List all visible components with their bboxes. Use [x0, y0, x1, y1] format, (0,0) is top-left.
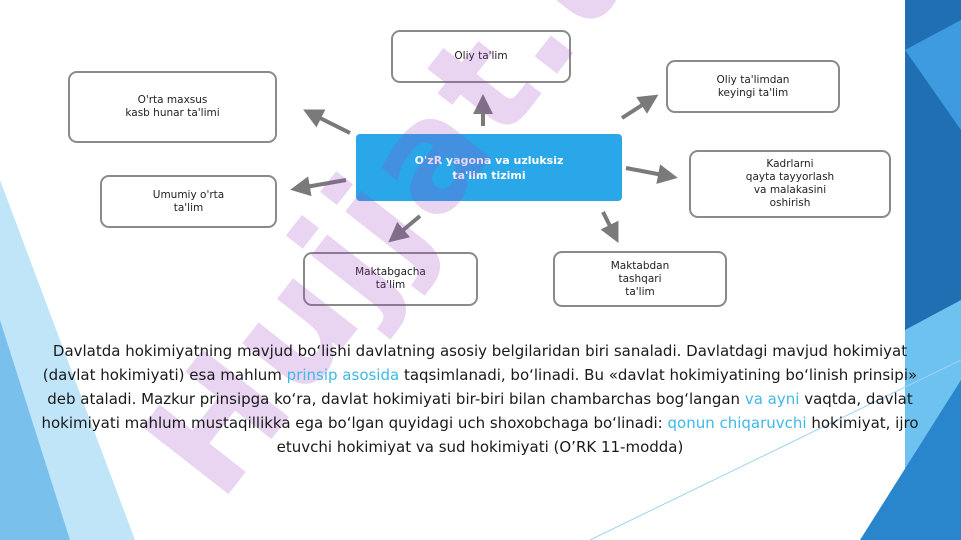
- arrow-to-orta-maxsus: [303, 109, 351, 135]
- left-decor-triangle-dark: [0, 320, 70, 540]
- body-paragraph: Davlatda hokimiyatning mavjud bo‘lishi d…: [30, 339, 930, 459]
- node-maktabgacha: Maktabgacha ta'lim: [303, 252, 478, 306]
- node-maktabdan-tashqari: Maktabdan tashqari ta'lim: [553, 251, 727, 307]
- highlight-prinsip-asosida: prinsip asosida: [286, 366, 400, 384]
- node-oliy-talimdan-keyingi: Oliy ta'limdan keyingi ta'lim: [666, 60, 840, 113]
- paragraph-text-1: Davlatda hokimiyatning mavjud bo‘lishi d…: [42, 342, 908, 384]
- node-oliy-talim: Oliy ta'lim: [391, 30, 571, 83]
- right-decor-accent: [905, 20, 961, 130]
- decor-thin-line: [589, 359, 961, 540]
- arrow-to-kadrlarni: [625, 164, 678, 184]
- arrow-to-maktabgacha: [388, 214, 422, 243]
- highlight-qonun-chiqaruvchi: qonun chiqaruvchi: [667, 414, 807, 432]
- right-decor-mid: [860, 380, 961, 540]
- paragraph-text-3: vaqtda, davlat hokimiyati mahlum mustaqi…: [41, 390, 913, 432]
- arrow-to-umumiy: [290, 176, 347, 197]
- arrow-to-oliy-keyingi: [620, 94, 659, 120]
- paragraph-text-4: hokimiyat, ijro etuvchi hokimiyat va sud…: [276, 414, 919, 456]
- arrow-to-maktabdan: [600, 211, 619, 243]
- node-center-talim-tizimi: O'zR yagona va uzluksiz ta'lim tizimi: [356, 134, 622, 201]
- node-orta-maxsus: O'rta maxsus kasb hunar ta'limi: [68, 71, 277, 143]
- highlight-va-ayni: va ayni: [744, 390, 800, 408]
- node-kadrlarni-tayyorlash: Kadrlarni qayta tayyorlash va malakasini…: [689, 150, 891, 218]
- node-umumiy-orta: Umumiy o'rta ta'lim: [100, 175, 277, 228]
- paragraph-text-2: taqsimlanadi, bo‘linadi. Bu «davlat hoki…: [47, 366, 918, 408]
